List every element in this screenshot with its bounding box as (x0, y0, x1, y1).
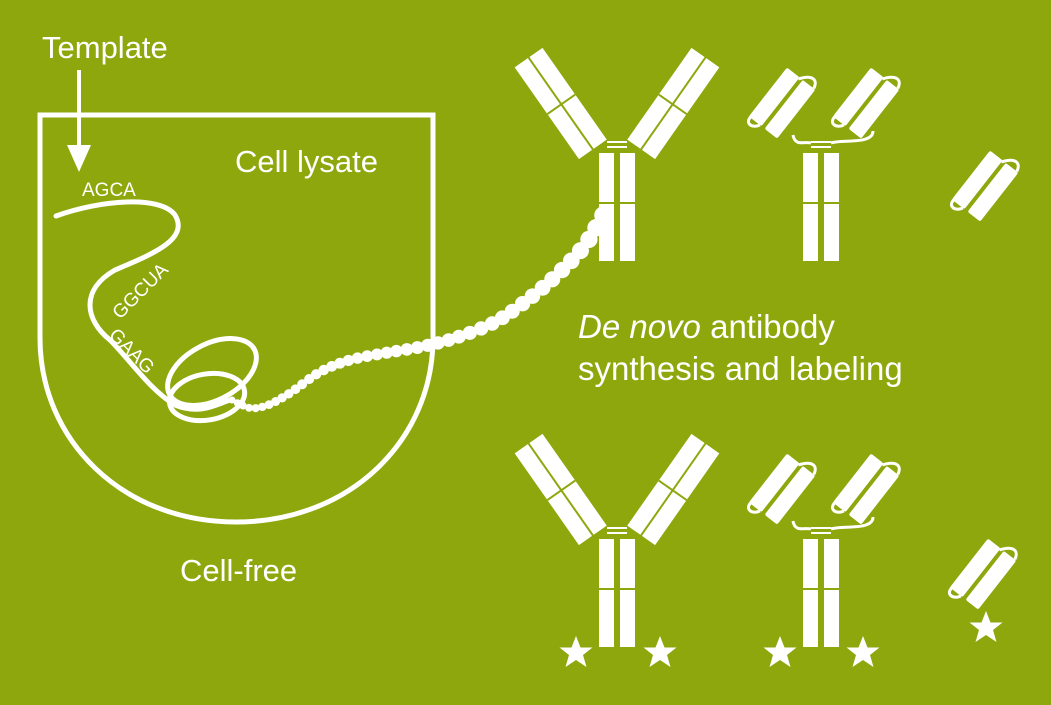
mrna-sequence-1: AGCA (82, 180, 136, 201)
amino-acid-bead (290, 384, 301, 395)
caption-line-1: De novo antibody (578, 306, 903, 348)
amino-acid-bead (233, 399, 242, 407)
synthesis-caption: De novo antibody synthesis and labeling (578, 306, 903, 390)
star-icon (846, 636, 880, 667)
amino-acid-bead (264, 400, 274, 409)
mrna-strand (53, 199, 233, 412)
template-arrow (67, 70, 91, 172)
star-icon (969, 611, 1003, 642)
reaction-vessel (37, 112, 436, 525)
amino-acid-bead (361, 350, 374, 362)
labeled-igg-antibody-icon (514, 433, 720, 647)
amino-acid-bead (228, 396, 236, 404)
amino-acid-bead (351, 352, 364, 364)
star-icon (643, 636, 677, 667)
template-label: Template (42, 30, 168, 65)
cell-lysate-label: Cell lysate (235, 144, 378, 179)
amino-acid-bead (400, 343, 414, 356)
caption-rest: antibody (700, 308, 835, 345)
ribosome-icon (165, 336, 259, 424)
star-icon (559, 636, 593, 667)
polypeptide-chain (228, 206, 613, 413)
igg-antibody-icon (514, 47, 720, 261)
amino-acid-bead (342, 354, 354, 367)
amino-acid-bead (380, 346, 393, 359)
amino-acid-bead (431, 336, 445, 350)
amino-acid-bead (410, 341, 424, 354)
amino-acid-bead (474, 321, 489, 336)
amino-acid-bead (258, 402, 267, 412)
caption-italic: De novo (578, 308, 701, 345)
labeled-scfv-fragment-icon (944, 531, 1023, 616)
amino-acid-bead (462, 325, 477, 340)
amino-acid-bead (371, 348, 383, 361)
amino-acid-bead (390, 344, 403, 358)
amino-acid-bead (451, 329, 466, 344)
scfv-fc-antibody-icon (745, 62, 904, 261)
scfv-fragment-icon (946, 143, 1025, 228)
amino-acid-bead (318, 364, 329, 376)
mrna-sequence-3: GAAG (104, 325, 158, 379)
star-icon (763, 636, 797, 667)
amino-acid-bead (421, 338, 435, 352)
amino-acid-bead (245, 403, 253, 412)
amino-acid-bead (297, 379, 308, 390)
amino-acid-bead (239, 401, 247, 410)
labeled-scfv-fc-antibody-icon (745, 448, 904, 647)
amino-acid-bead (334, 357, 346, 369)
caption-line-2: synthesis and labeling (578, 350, 903, 387)
cell-free-label: Cell-free (180, 553, 298, 588)
amino-acid-bead (283, 389, 294, 399)
amino-acid-bead (251, 404, 260, 413)
